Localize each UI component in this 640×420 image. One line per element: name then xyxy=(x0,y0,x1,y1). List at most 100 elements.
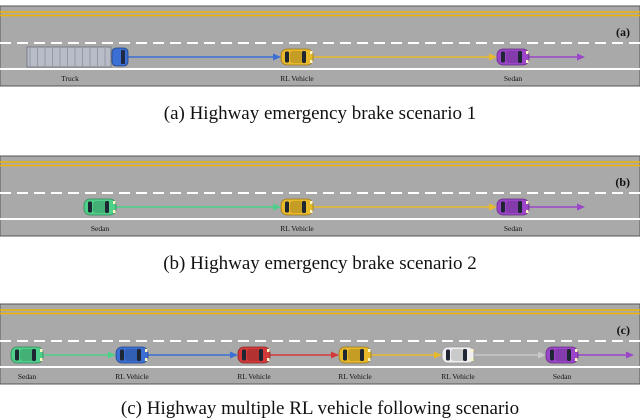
arrow-head xyxy=(230,351,238,359)
road-surface xyxy=(0,5,640,87)
headlight xyxy=(526,201,529,204)
sedan-vehicle xyxy=(10,346,44,364)
car-windshield xyxy=(32,349,36,361)
headlight xyxy=(368,358,371,361)
headlight xyxy=(471,358,474,361)
panel-tag: (c) xyxy=(617,323,630,337)
car-windshield xyxy=(105,201,109,213)
headlight xyxy=(575,349,578,352)
car-roof xyxy=(93,201,106,213)
vehicle-label: RL Vehicle xyxy=(115,372,149,381)
headlight xyxy=(145,349,148,352)
vehicle-label: RL Vehicle xyxy=(338,372,372,381)
car-rear-window xyxy=(285,201,289,213)
arrow-head xyxy=(577,203,585,211)
car-rear-window xyxy=(285,51,289,63)
car-windshield xyxy=(302,201,306,213)
car-roof xyxy=(20,349,33,361)
car-windshield xyxy=(302,51,306,63)
headlight xyxy=(40,358,43,361)
headlight xyxy=(526,210,529,213)
headlight xyxy=(526,60,529,63)
headlight xyxy=(310,60,313,63)
vehicle-label: Sedan xyxy=(91,224,110,233)
truck-vehicle xyxy=(26,46,129,68)
rl-vehicle xyxy=(115,346,149,364)
headlight xyxy=(368,349,371,352)
truck-windshield xyxy=(121,50,125,64)
vehicle-label: Sedan xyxy=(504,224,523,233)
headlight xyxy=(310,51,313,54)
vehicle-label: Truck xyxy=(61,74,79,83)
car-roof xyxy=(125,349,138,361)
road-surface xyxy=(0,155,640,237)
headlight xyxy=(40,349,43,352)
road-surface xyxy=(0,303,640,385)
vehicle-label: RL Vehicle xyxy=(280,224,314,233)
sedan-vehicle xyxy=(496,198,530,216)
headlight xyxy=(113,201,116,204)
car-rear-window xyxy=(343,349,347,361)
vehicle-label: Sedan xyxy=(18,372,37,381)
arrow-head xyxy=(273,203,281,211)
car-roof xyxy=(348,349,361,361)
headlight xyxy=(267,349,270,352)
caption-c: (c) Highway multiple RL vehicle followin… xyxy=(120,398,520,419)
rl-vehicle xyxy=(441,346,475,364)
vehicle-label: Sedan xyxy=(553,372,572,381)
car-rear-window xyxy=(446,349,450,361)
car-rear-window xyxy=(88,201,92,213)
car-rear-window xyxy=(15,349,19,361)
arrow-head xyxy=(489,53,497,61)
sedan-vehicle xyxy=(83,198,117,216)
rl-vehicle xyxy=(280,48,314,66)
sedan-vehicle xyxy=(545,346,579,364)
headlight xyxy=(113,210,116,213)
car-roof xyxy=(506,51,519,63)
car-windshield xyxy=(518,51,522,63)
car-rear-window xyxy=(120,349,124,361)
arrow-head xyxy=(538,351,546,359)
arrow-head xyxy=(577,53,585,61)
vehicle-label: Sedan xyxy=(504,74,523,83)
headlight xyxy=(471,349,474,352)
car-roof xyxy=(451,349,464,361)
car-rear-window xyxy=(242,349,246,361)
arrow-head xyxy=(626,351,634,359)
arrow-head xyxy=(273,53,281,61)
car-windshield xyxy=(463,349,467,361)
arrow-head xyxy=(434,351,442,359)
car-roof xyxy=(290,201,303,213)
panel-tag: (a) xyxy=(616,25,630,39)
arrow-head xyxy=(489,203,497,211)
arrow-head xyxy=(331,351,339,359)
car-windshield xyxy=(360,349,364,361)
scenario-panel-c: (c) Sedan RL Vehicle RL Vehicle RL Vehicle RL… xyxy=(0,303,640,385)
car-roof xyxy=(247,349,260,361)
rl-vehicle xyxy=(280,198,314,216)
arrow-head xyxy=(108,351,116,359)
vehicle-label: RL Vehicle xyxy=(441,372,475,381)
truck-cab xyxy=(111,47,129,67)
truck-trailer xyxy=(26,46,112,68)
car-rear-window xyxy=(501,51,505,63)
headlight xyxy=(310,201,313,204)
caption-b: (b) Highway emergency brake scenario 2 xyxy=(163,253,477,274)
caption-a: (a) Highway emergency brake scenario 1 xyxy=(163,103,477,124)
headlight xyxy=(145,358,148,361)
vehicle-label: RL Vehicle xyxy=(280,74,314,83)
car-roof xyxy=(506,201,519,213)
car-roof xyxy=(290,51,303,63)
car-rear-window xyxy=(501,201,505,213)
scenario-panel-a: (a) Truck RL Vehicle Sedan xyxy=(0,5,640,87)
headlight xyxy=(310,210,313,213)
car-rear-window xyxy=(550,349,554,361)
vehicle-label: RL Vehicle xyxy=(237,372,271,381)
car-windshield xyxy=(137,349,141,361)
car-windshield xyxy=(518,201,522,213)
rl-vehicle xyxy=(338,346,372,364)
headlight xyxy=(526,51,529,54)
car-roof xyxy=(555,349,568,361)
headlight xyxy=(267,358,270,361)
